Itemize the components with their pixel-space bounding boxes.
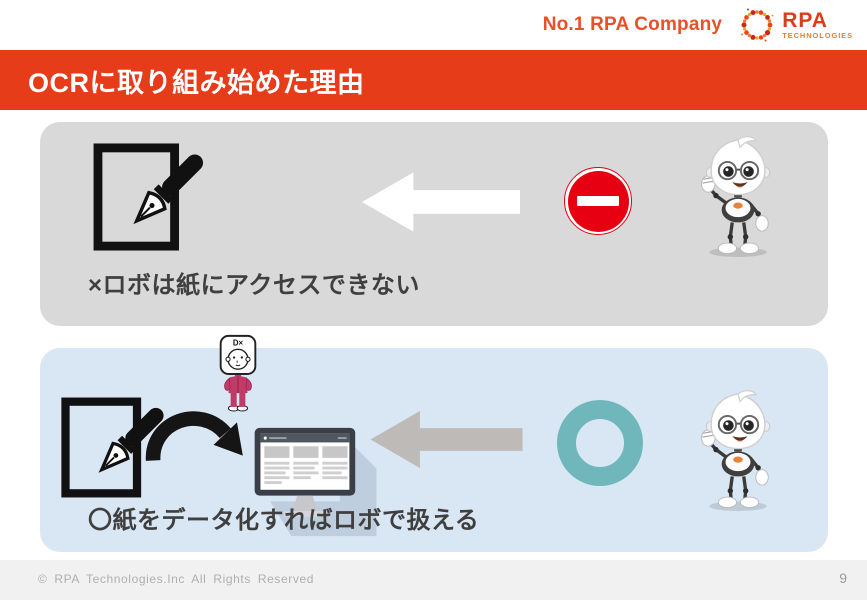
rpa-technologies-logo: RPA TECHNOLOGIES: [738, 6, 853, 44]
footer: © RPA Technologies.Inc All Rights Reserv…: [0, 560, 867, 600]
logo-name: RPA: [782, 9, 828, 33]
convert-curved-arrow-icon: [145, 411, 243, 461]
no-entry-sign-icon: [564, 167, 632, 235]
no-access-caption: ×ロボは紙にアクセスできない: [88, 272, 420, 299]
slide-title-bar: OCRに取り組み始めた理由: [0, 50, 867, 110]
left-arrow-gray-icon: [368, 411, 525, 468]
copyright-text: © RPA Technologies.Inc All Rights Reserv…: [38, 572, 315, 586]
robot-mascot-icon: [690, 388, 786, 513]
company-tagline: No.1 RPA Company: [542, 14, 723, 35]
brand-row: No.1 RPA Company: [543, 0, 853, 50]
paper-pen-icon: [92, 142, 210, 252]
ok-circle-icon: [557, 400, 643, 486]
panel-no-access: ×ロボは紙にアクセスできない: [40, 122, 828, 326]
robot-mascot-icon: [690, 134, 786, 259]
dx-worker-figure: D×: [219, 334, 257, 412]
page-number: 9: [839, 570, 847, 586]
digitize-caption: 〇紙をデータ化すればロボで扱える: [88, 507, 480, 534]
dx-label: D×: [233, 338, 244, 347]
panel-digitize: 〇紙をデータ化すればロボで扱える: [40, 348, 828, 552]
left-arrow-white-icon: [362, 172, 520, 232]
slide-title: OCRに取り組み始めた理由: [28, 67, 365, 98]
logo-burst-icon: [741, 8, 774, 42]
logo-subtitle: TECHNOLOGIES: [782, 31, 853, 41]
computer-monitor-icon: [254, 427, 377, 537]
